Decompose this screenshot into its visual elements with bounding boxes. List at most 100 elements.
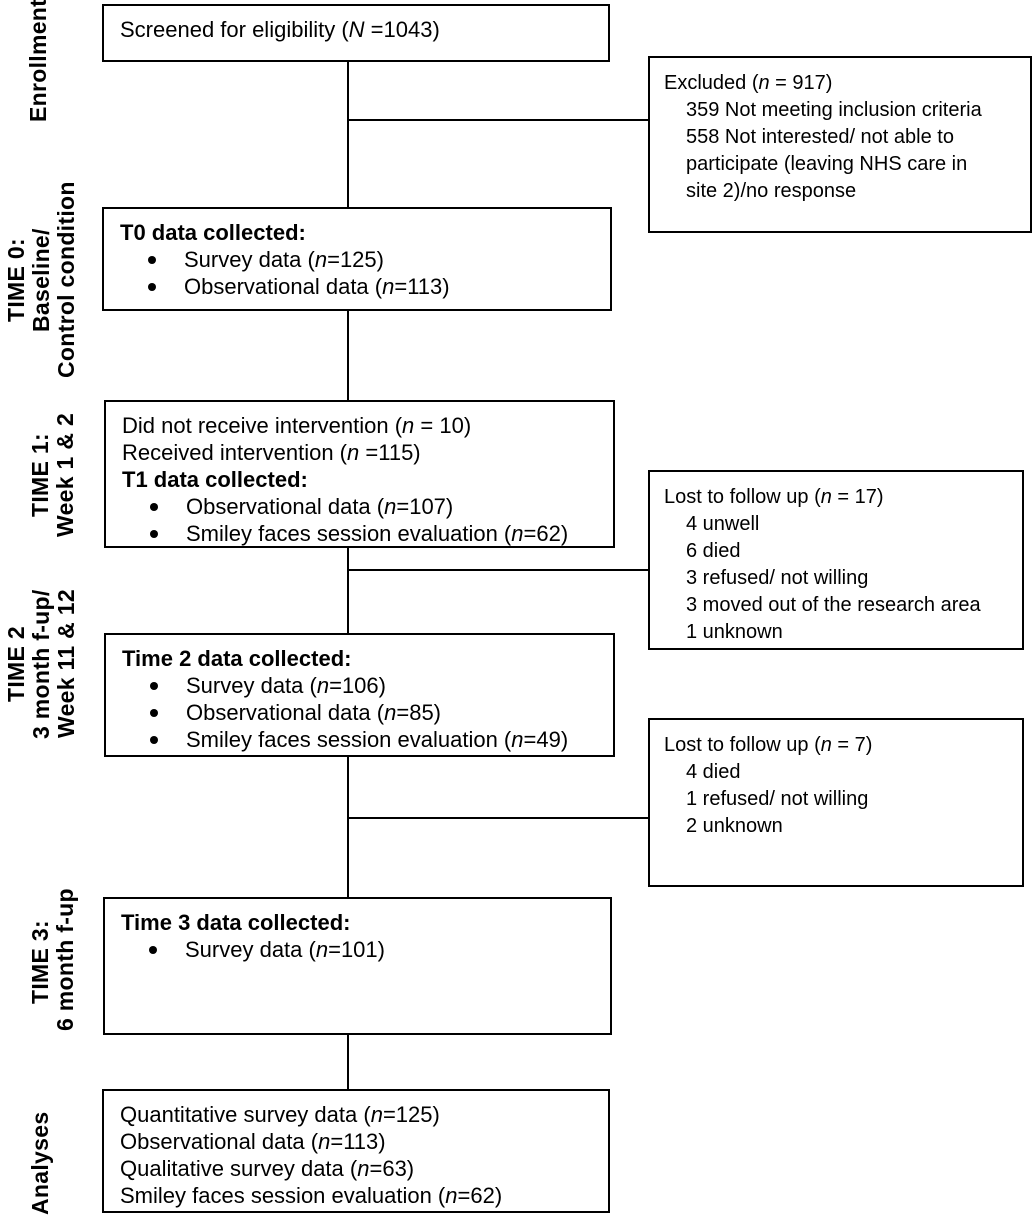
text-segment: Time 3 data collected: xyxy=(121,910,351,935)
text-segment: =113) xyxy=(330,1129,386,1154)
text-segment: 558 Not interested/ not able to xyxy=(686,126,954,148)
stage-label-line: TIME 0: xyxy=(3,238,29,322)
text-segment: site 2)/no response xyxy=(686,180,857,202)
text-line: Smiley faces session evaluation (n=62) xyxy=(122,520,601,547)
box-time2-data-collected: Time 2 data collected:Survey data (n=106… xyxy=(104,633,615,757)
text-segment: Observational data ( xyxy=(184,274,383,299)
text-segments: Lost to follow up (n = 7) xyxy=(664,734,872,756)
text-line: Observational data (n=107) xyxy=(122,493,601,520)
text-line: 359 Not meeting inclusion criteria xyxy=(664,97,1022,124)
stage-label-line: Baseline/ xyxy=(28,228,54,332)
italic-n: n xyxy=(315,937,329,962)
connector-branch-excluded xyxy=(347,119,648,121)
stage-label-analyses: Analyses xyxy=(27,1110,53,1216)
text-segments: 2 unknown xyxy=(686,815,783,837)
text-line: participate (leaving NHS care in xyxy=(664,151,1022,178)
text-segments: Received intervention (n =115) xyxy=(122,440,421,465)
text-line: Smiley faces session evaluation (n=62) xyxy=(120,1182,596,1209)
text-segment: T1 data collected: xyxy=(122,467,308,492)
text-segments: T1 data collected: xyxy=(122,467,308,492)
text-segment: 4 died xyxy=(686,761,741,783)
text-segment: 4 unwell xyxy=(686,513,760,535)
text-segments: Survey data (n=125) xyxy=(184,246,384,273)
text-segments: Qualitative survey data (n=63) xyxy=(120,1156,414,1181)
italic-n: n xyxy=(511,521,524,546)
connector-branch-lost-t2 xyxy=(347,817,648,819)
box-time3-data-collected: Time 3 data collected:Survey data (n=101… xyxy=(103,897,612,1035)
text-segment: =125) xyxy=(382,1102,440,1127)
text-line: 3 refused/ not willing xyxy=(664,565,1014,592)
box-lost-to-follow-up-t2: Lost to follow up (n = 7) 4 died 1 refused… xyxy=(648,718,1024,887)
text-segment: =106) xyxy=(329,673,386,698)
text-line: Smiley faces session evaluation (n=49) xyxy=(122,726,601,753)
text-segment: Observational data ( xyxy=(186,494,385,519)
connector-t1-to-t2 xyxy=(347,548,349,633)
italic-n: n xyxy=(758,72,770,94)
stage-label-time3: TIME 3:6 month f-up xyxy=(27,888,78,1031)
connector-t0-to-t1 xyxy=(347,311,349,400)
stage-label-line: Enrollment xyxy=(25,0,51,122)
stage-label-line: 3 month f-up/ xyxy=(28,589,54,739)
text-segment: =125) xyxy=(327,247,384,272)
stage-label-time0: TIME 0:Baseline/Control condition xyxy=(3,176,79,384)
text-segment: 3 moved out of the research area xyxy=(686,594,981,616)
italic-n: n xyxy=(820,734,832,756)
text-line: 558 Not interested/ not able to xyxy=(664,124,1022,151)
box-t1-intervention-data: Did not receive intervention (n = 10)Rec… xyxy=(104,400,615,548)
text-segments: Observational data (n=85) xyxy=(186,699,441,726)
text-line: Quantitative survey data (n=125) xyxy=(120,1101,596,1128)
text-line: Qualitative survey data (n=63) xyxy=(120,1155,596,1182)
italic-n: n xyxy=(511,727,524,752)
bullet-icon xyxy=(148,283,156,291)
text-segments: Time 2 data collected: xyxy=(122,646,351,671)
text-segments: 4 died xyxy=(686,761,741,783)
italic-n: n xyxy=(318,1129,331,1154)
text-segment: =62) xyxy=(457,1183,503,1208)
text-segment: =49) xyxy=(523,727,569,752)
text-segment: Time 2 data collected: xyxy=(122,646,352,671)
text-segment: Observational data ( xyxy=(186,700,385,725)
text-line: Survey data (n=101) xyxy=(121,936,598,963)
connector-screened-to-t0 xyxy=(347,62,349,207)
box-excluded: Excluded (n = 917)359 Not meeting inclus… xyxy=(648,56,1032,233)
text-segments: participate (leaving NHS care in xyxy=(686,153,967,175)
text-segment: Qualitative survey data ( xyxy=(120,1156,358,1181)
text-line: Observational data (n=113) xyxy=(120,273,598,300)
text-line: 1 refused/ not willing xyxy=(664,786,1014,813)
text-line: Survey data (n=106) xyxy=(122,672,601,699)
bullet-icon xyxy=(150,682,158,690)
box-screened-for-eligibility: Screened for eligibility (N =1043) xyxy=(102,4,610,62)
text-segment: =62) xyxy=(523,521,569,546)
text-line: Did not receive intervention (n = 10) xyxy=(122,412,601,439)
bullet-icon xyxy=(150,709,158,717)
text-segment: =63) xyxy=(369,1156,415,1181)
text-segments: Quantitative survey data (n=125) xyxy=(120,1102,440,1127)
italic-n: n xyxy=(820,486,832,508)
text-segments: Observational data (n=113) xyxy=(120,1129,386,1154)
text-segments: Smiley faces session evaluation (n=62) xyxy=(186,520,568,547)
bullet-icon xyxy=(148,256,156,264)
text-segments: 4 unwell xyxy=(686,513,759,535)
text-line: T1 data collected: xyxy=(122,466,601,493)
italic-n: n xyxy=(382,274,395,299)
box-t0-data-collected: T0 data collected:Survey data (n=125)Obs… xyxy=(102,207,612,311)
stage-label-line: Control condition xyxy=(53,181,79,379)
text-segments: 1 unknown xyxy=(686,621,783,643)
text-segments: 6 died xyxy=(686,540,741,562)
connector-branch-lost-t1 xyxy=(347,569,648,571)
text-line: 2 unknown xyxy=(664,813,1014,840)
text-segments: Observational data (n=113) xyxy=(184,273,450,300)
connector-t3-to-analyses xyxy=(347,1035,349,1089)
text-segment: Smiley faces session evaluation ( xyxy=(186,521,512,546)
text-segments: Time 3 data collected: xyxy=(121,910,350,935)
text-line: Observational data (n=85) xyxy=(122,699,601,726)
text-segment: = 917) xyxy=(769,72,833,94)
italic-n: n xyxy=(370,1102,383,1127)
text-segment: =101) xyxy=(328,937,385,962)
text-line: 3 moved out of the research area xyxy=(664,592,1014,619)
text-segments: Smiley faces session evaluation (n=62) xyxy=(120,1183,502,1208)
text-segment: = 7) xyxy=(831,734,873,756)
text-line: 4 unwell xyxy=(664,511,1014,538)
